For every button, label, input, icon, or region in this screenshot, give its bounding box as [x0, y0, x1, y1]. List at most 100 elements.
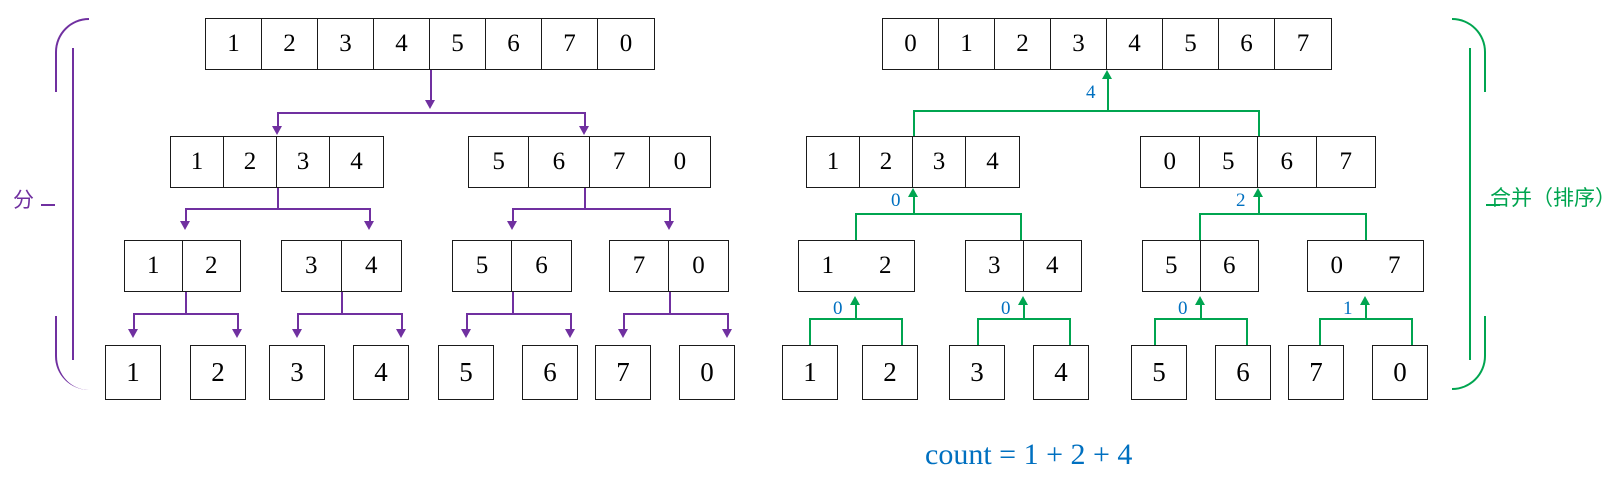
divide-leaf: 0 [679, 345, 735, 400]
cell: 7 [1388, 252, 1401, 279]
cell: 4 [986, 148, 999, 175]
cell: 2 [995, 19, 1051, 69]
merge-leaf: 5 [1131, 345, 1187, 400]
cell: 1 [125, 241, 183, 291]
divide-array-level2-0: 1 2 [124, 240, 241, 292]
merge-connector [977, 318, 979, 345]
arrow-down-icon [579, 126, 589, 135]
arrow-down-icon [461, 329, 471, 338]
arrow-up-icon [850, 296, 860, 305]
cell: 4 [365, 252, 378, 279]
merge-leaf: 7 [1288, 345, 1344, 400]
divide-connector [466, 313, 570, 315]
cell: 7 [542, 19, 598, 69]
divide-connector [297, 313, 299, 333]
merge-connector [1365, 213, 1367, 240]
divide-connector [512, 292, 514, 313]
cell: 1 [807, 137, 860, 187]
merge-count-level2-0: 0 [833, 298, 843, 319]
divide-leaf: 4 [353, 345, 409, 400]
arrow-down-icon [128, 329, 138, 338]
cell: 4 [1107, 19, 1163, 69]
merge-count-level0: 4 [1086, 82, 1096, 103]
merge-array-level0: 0 1 2 3 4 5 6 7 [882, 18, 1332, 70]
merge-connector [1023, 305, 1025, 320]
arrow-down-icon [232, 329, 242, 338]
merge-count-level2-1: 0 [1001, 298, 1011, 319]
arrow-down-icon [507, 221, 517, 230]
divide-connector [669, 208, 671, 225]
cell: 2 [879, 252, 892, 279]
arrow-up-icon [1360, 296, 1370, 305]
arrow-up-icon [908, 188, 918, 197]
cell: 0 [883, 19, 939, 69]
divide-array-level1-left: 1 2 3 4 [170, 136, 384, 188]
merge-connector [1258, 110, 1260, 136]
cell: 6 [1219, 19, 1275, 69]
cell: 6 [535, 252, 548, 279]
merge-count-level2-3: 1 [1343, 298, 1353, 319]
divide-leaf: 1 [105, 345, 161, 400]
merge-connector [855, 213, 857, 240]
merge-connector [977, 318, 1069, 320]
divide-connector [133, 313, 135, 333]
divide-connector [669, 292, 671, 313]
cell: 0 [673, 148, 687, 175]
merge-connector [901, 318, 903, 345]
cell: 2 [262, 19, 318, 69]
arrow-down-icon [180, 221, 190, 230]
arrow-down-icon [425, 100, 435, 109]
merge-leaf: 1 [782, 345, 838, 400]
divide-connector [512, 208, 514, 225]
merge-connector [1154, 318, 1156, 345]
merge-array-level2-1: 3 4 [965, 240, 1082, 292]
arrow-up-icon [1018, 296, 1028, 305]
cell: 4 [374, 19, 430, 69]
divide-connector [584, 112, 586, 130]
cell: 3 [282, 241, 342, 291]
merge-connector [809, 318, 811, 345]
merge-connector [809, 318, 901, 320]
cell: 7 [610, 241, 670, 291]
merge-array-level1-left: 1 2 3 4 [806, 136, 1020, 188]
cell: 7 [1296, 30, 1310, 57]
divide-bracket [41, 18, 89, 390]
merge-connector [1199, 213, 1365, 215]
divide-connector [185, 208, 187, 225]
merge-array-level1-right: 0 5 6 7 [1140, 136, 1376, 188]
divide-leaf: 7 [595, 345, 651, 400]
divide-connector [277, 188, 279, 208]
cell: 6 [1223, 252, 1236, 279]
divide-connector [466, 313, 468, 333]
divide-array-level0: 1 2 3 4 5 6 7 0 [205, 18, 655, 70]
cell: 5 [453, 241, 513, 291]
merge-array-level2-0: 1 2 [798, 240, 915, 292]
arrow-down-icon [396, 329, 406, 338]
cell: 5 [1143, 241, 1201, 291]
merge-leaf: 0 [1372, 345, 1428, 400]
merge-count-level1-right: 2 [1236, 190, 1246, 211]
divide-array-level2-1: 3 4 [281, 240, 402, 292]
merge-connector [1154, 318, 1246, 320]
divide-connector [341, 292, 343, 313]
divide-connector [369, 208, 371, 225]
cell: 5 [1200, 137, 1258, 187]
divide-array-level2-2: 5 6 [452, 240, 572, 292]
merge-leaf: 4 [1033, 345, 1089, 400]
merge-connector [1199, 213, 1201, 240]
arrow-down-icon [272, 126, 282, 135]
cell: 7 [590, 137, 650, 187]
merge-connector [913, 110, 915, 136]
merge-connector [1069, 318, 1071, 345]
cell: 0 [692, 252, 705, 279]
merge-count-level2-2: 0 [1178, 298, 1188, 319]
merge-label: 合并（排序） [1490, 186, 1616, 210]
merge-connector [1258, 197, 1260, 215]
cell: 6 [486, 19, 542, 69]
divide-connector [584, 188, 586, 208]
cell: 3 [966, 241, 1024, 291]
cell: 5 [430, 19, 486, 69]
merge-connector [1319, 318, 1321, 345]
merge-connector [855, 213, 1020, 215]
